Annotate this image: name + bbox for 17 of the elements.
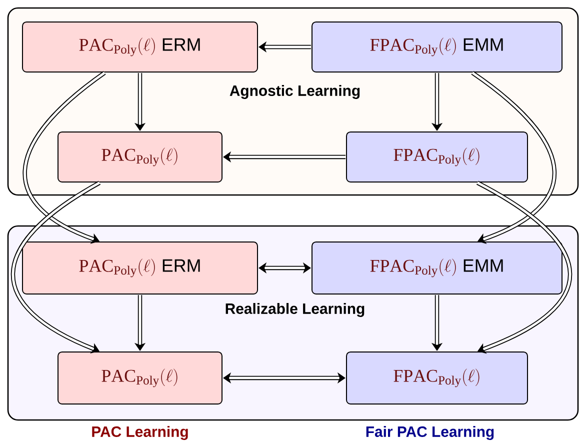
group-title: Agnostic Learning xyxy=(230,85,360,99)
implication-arrow xyxy=(22,71,106,244)
implication-arrow xyxy=(223,372,346,384)
learner-box: $\mathrm{PAC}_{\mathrm{Poly}}(\ell)$ xyxy=(58,351,222,404)
column-label: PAC Learning xyxy=(92,426,188,440)
implication-arrow xyxy=(476,180,572,354)
implication-arrow xyxy=(258,262,311,274)
learner-box: $\mathrm{FPAC}_{\mathrm{Poly}}(\ell)$ xyxy=(346,351,528,404)
implication-arrow xyxy=(471,71,556,244)
learner-box: $\mathrm{FPAC}_{\mathrm{Poly}}(\ell)$ xyxy=(346,131,528,182)
learner-box: $\mathrm{FPAC}_{\mathrm{Poly}}(\ell)$ EMM xyxy=(312,241,562,294)
group-title: Realizable Learning xyxy=(226,303,364,317)
learner-box: $\mathrm{PAC}_{\mathrm{Poly}}(\ell)$ xyxy=(58,131,222,182)
learner-box: $\mathrm{PAC}_{\mathrm{Poly}}(\ell)$ ERM xyxy=(22,22,258,72)
column-label: Fair PAC Learning xyxy=(366,426,494,440)
learner-box: $\mathrm{PAC}_{\mathrm{Poly}}(\ell)$ ERM xyxy=(22,241,258,294)
learner-box: $\mathrm{FPAC}_{\mathrm{Poly}}(\ell)$ EMM xyxy=(312,22,562,72)
